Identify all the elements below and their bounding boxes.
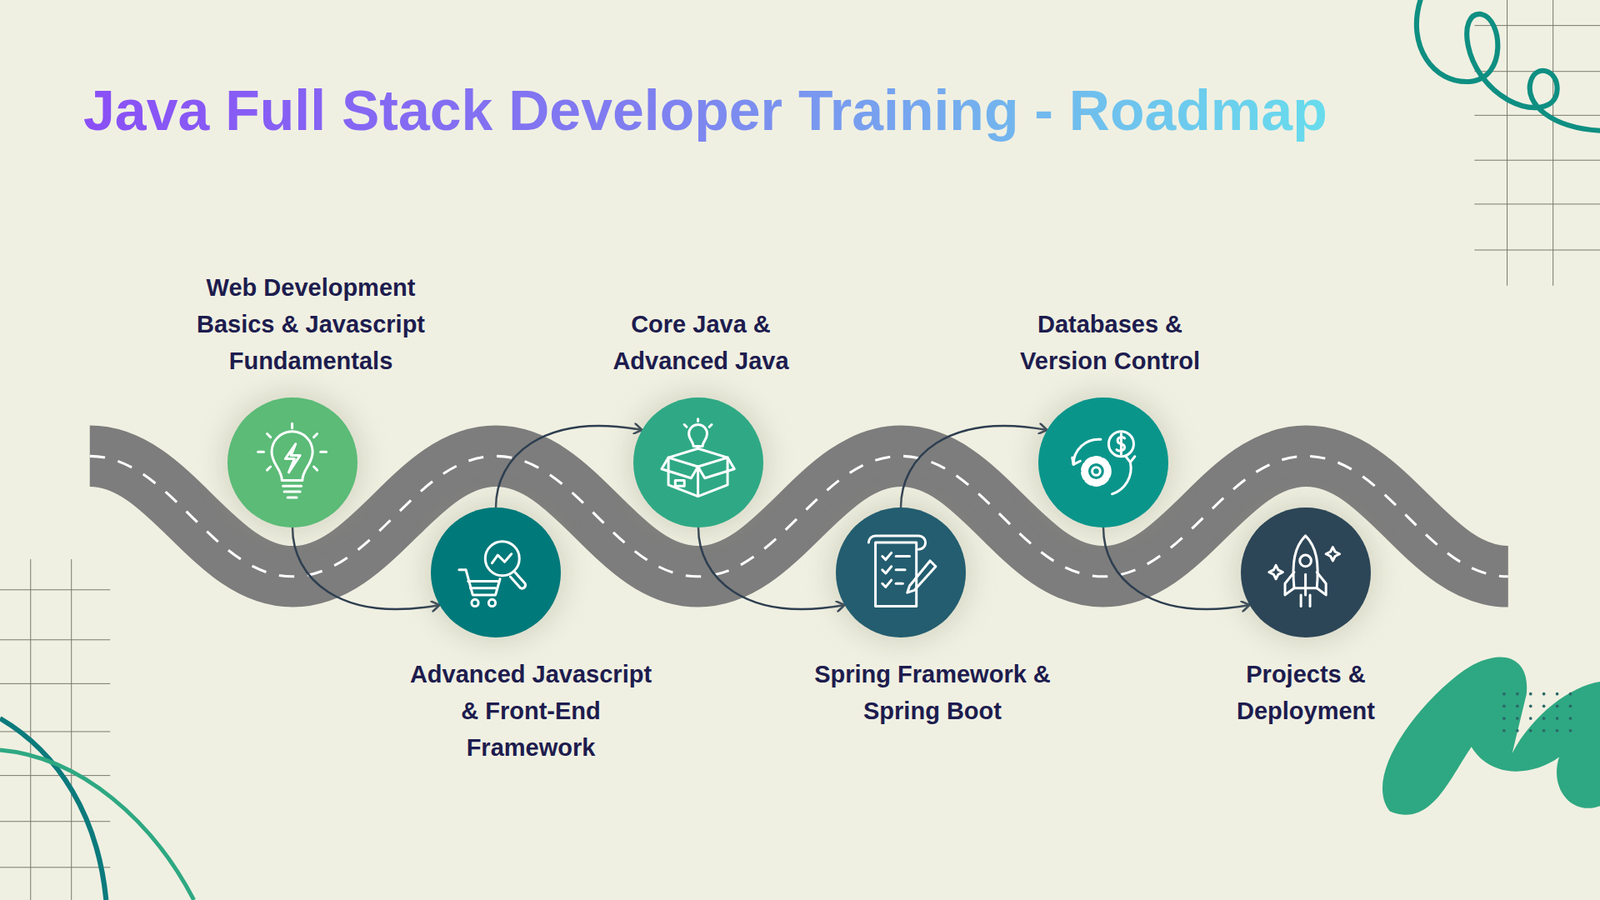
dot (1569, 729, 1573, 733)
flow-arrow (1103, 527, 1250, 610)
dot (1569, 705, 1573, 709)
dot (1515, 705, 1520, 709)
dot (1542, 716, 1546, 720)
dot (1515, 729, 1520, 733)
dot (1529, 729, 1533, 733)
stage-label: Advanced Javascript & Front-End Framewor… (404, 655, 659, 766)
stage-label: Spring Framework & Spring Boot (799, 655, 1066, 730)
rocket-icon (1260, 526, 1351, 618)
dot (1529, 705, 1533, 709)
dot (1555, 729, 1560, 733)
cart-search-icon (450, 526, 541, 618)
stage-label: Core Java & Advanced Java (596, 305, 805, 380)
dot (1555, 716, 1560, 720)
dot (1529, 692, 1533, 696)
stage-circle: Web Development Basics & Javascript Fund… (227, 397, 358, 528)
flow-arrow (900, 425, 1047, 508)
flow-arrow (495, 425, 642, 508)
swirl-decoration (1416, 0, 1600, 131)
checklist-icon (855, 526, 946, 618)
stage-circle: Databases & Version Control (1038, 397, 1169, 528)
arc-decoration (0, 750, 195, 900)
dot (1542, 729, 1546, 733)
dot (1569, 692, 1573, 696)
stage-circle: Advanced Javascript & Front-End Framewor… (430, 507, 561, 638)
dot (1529, 716, 1533, 720)
stage-label: Projects & Deployment (1214, 655, 1398, 730)
stage-circle: Projects & Deployment (1240, 507, 1371, 638)
dot (1542, 705, 1546, 709)
box-idea-icon (652, 416, 744, 508)
stage-circle: Spring Framework & Spring Boot (835, 507, 966, 638)
flow-arrow (698, 527, 845, 610)
dot (1502, 692, 1506, 696)
dot (1569, 716, 1573, 720)
diagram-title: Java Full Stack Developer Training - Roa… (83, 76, 1328, 145)
dot (1515, 692, 1520, 696)
dot (1502, 705, 1506, 709)
dot (1515, 716, 1520, 720)
dot (1502, 716, 1506, 720)
dot (1555, 705, 1560, 709)
gear-money-icon (1057, 416, 1149, 508)
stage-circle: Core Java & Advanced Java (633, 397, 764, 528)
dot (1502, 729, 1506, 733)
bulb-icon (246, 416, 338, 508)
arc-decoration (0, 718, 106, 900)
dot (1542, 692, 1546, 696)
stage-label: Web Development Basics & Javascript Fund… (185, 269, 436, 380)
dot-grid (1502, 692, 1572, 733)
flow-arrow (292, 527, 440, 610)
blob-decoration (1382, 656, 1600, 815)
dot (1555, 692, 1560, 696)
stage-label: Databases & Version Control (1005, 305, 1215, 380)
